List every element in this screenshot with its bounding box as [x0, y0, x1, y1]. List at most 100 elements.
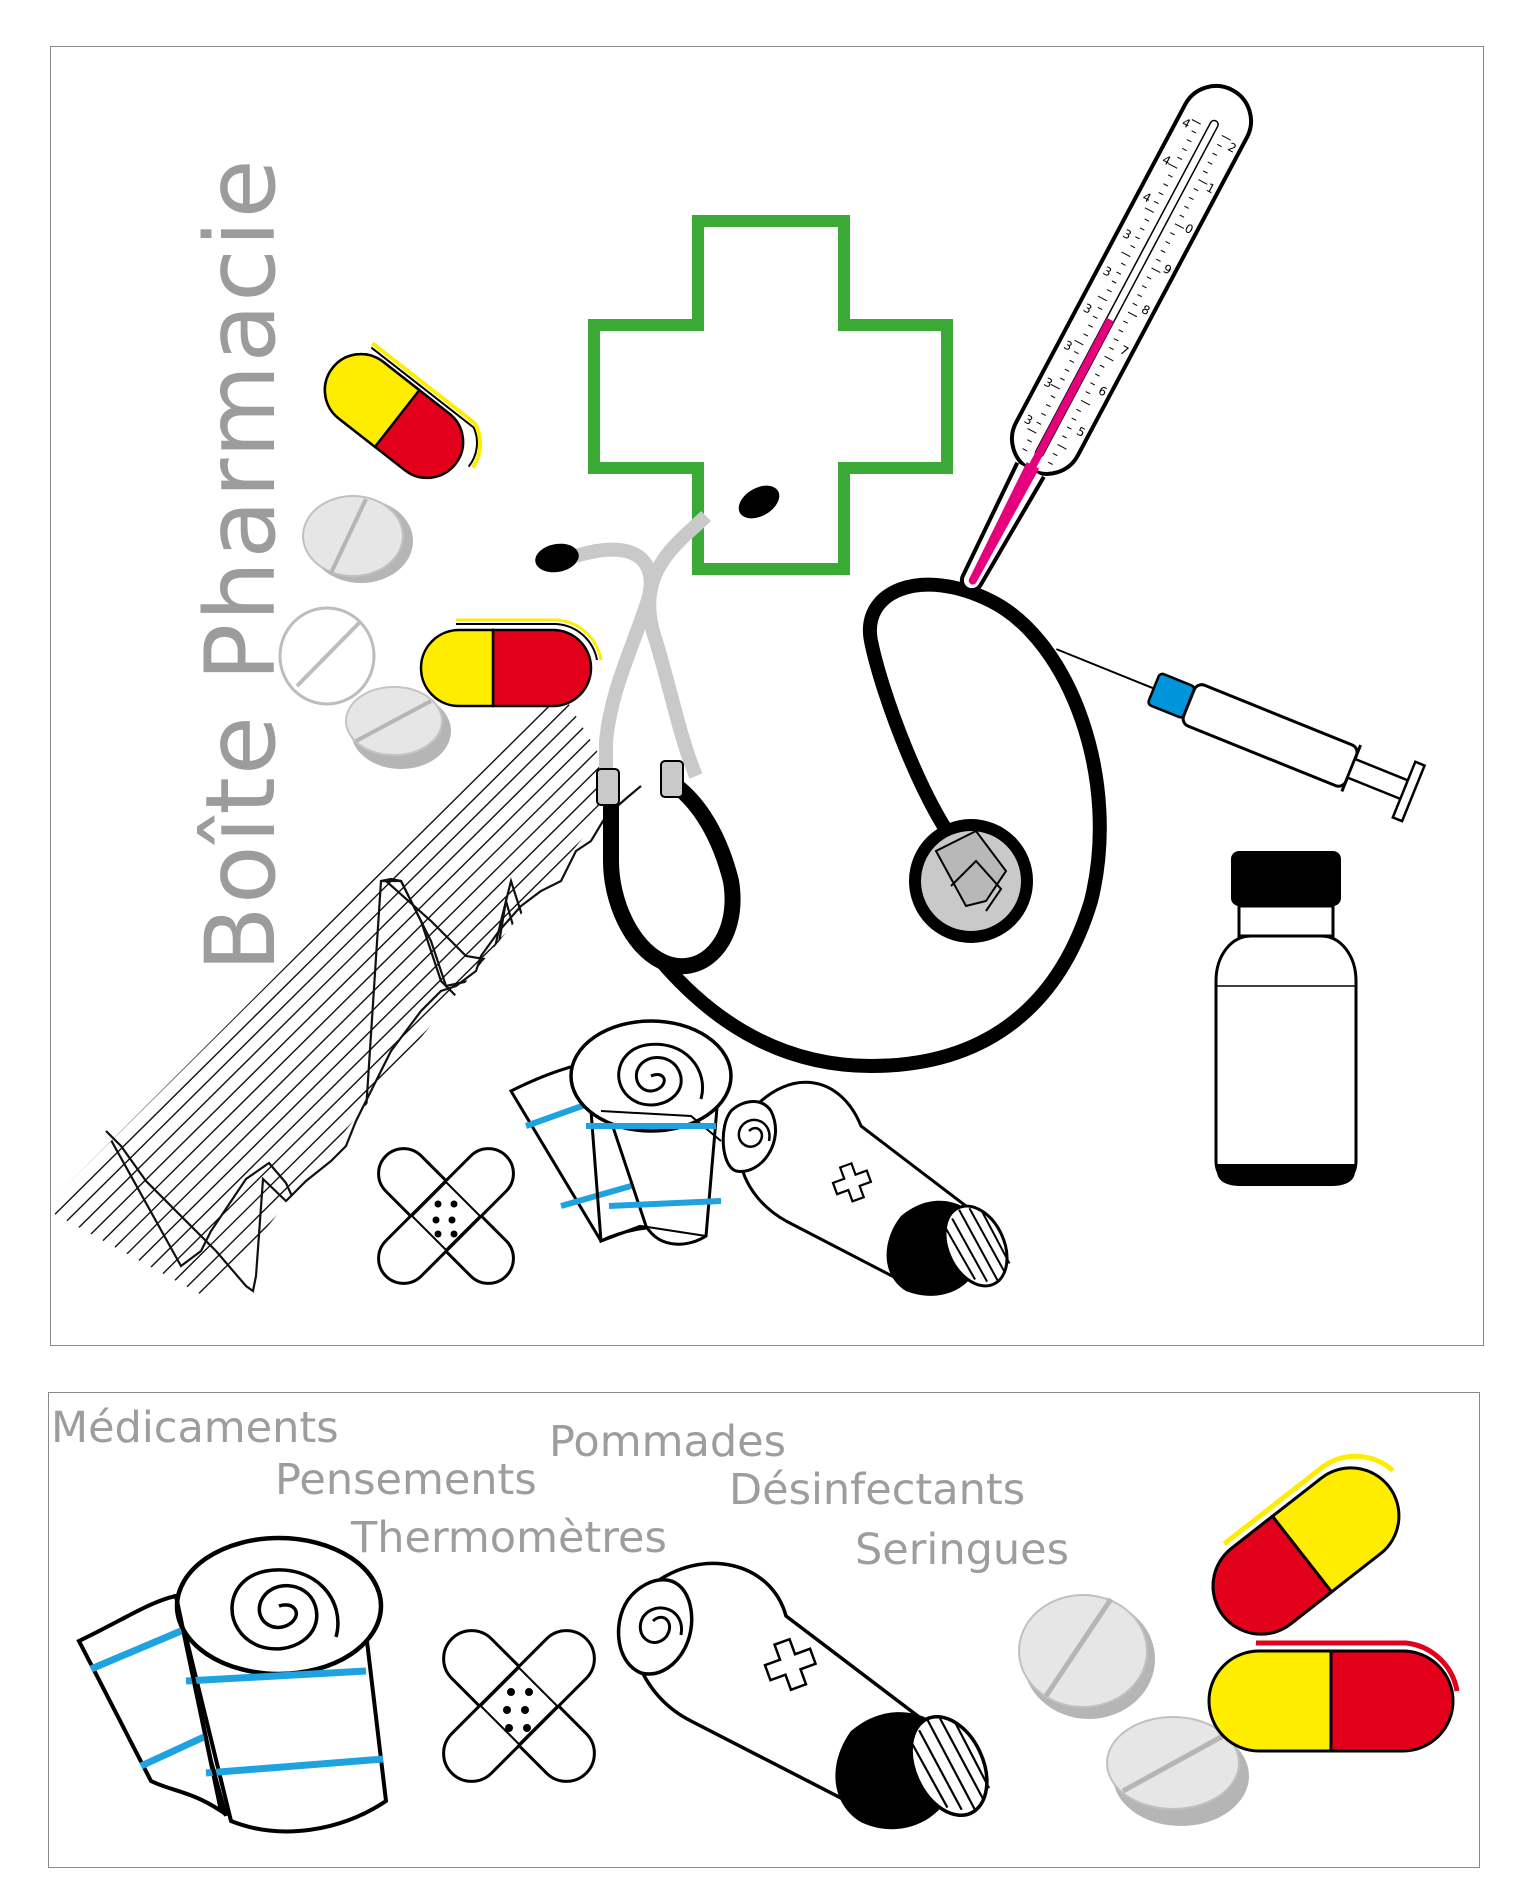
thermometer-tick: [1050, 383, 1061, 390]
contents-art: [76, 1453, 1460, 1834]
ecg-grid-line: [90, 693, 621, 1235]
thermometer-tick: [1202, 170, 1208, 174]
stethoscope-icon: [535, 485, 1107, 1074]
bandage-roll-icon: [76, 1535, 389, 1834]
capsule-icon: [1207, 1640, 1460, 1753]
thermometer-tick: [1212, 152, 1218, 156]
thermometer-tick: [1160, 249, 1166, 254]
thermometer-tick: [1120, 262, 1126, 266]
thermometer-tick: [1116, 271, 1122, 275]
thermometer-tick: [1088, 324, 1093, 328]
thermometer-tick: [1191, 119, 1201, 125]
capsule-icon: [1211, 1453, 1401, 1636]
thermometer-tick: [1076, 408, 1082, 412]
thermometer-tick: [1073, 350, 1079, 355]
thermometer-tick: [1050, 395, 1056, 399]
thermometer-tick: [1191, 130, 1197, 134]
ecg-grid-line: [54, 691, 601, 1215]
thermometer-tick: [1151, 267, 1161, 274]
thermometer-tick: [1094, 373, 1100, 377]
thermometer-tick: [1139, 227, 1145, 231]
thermometer-tick: [1041, 412, 1047, 417]
thermometer-tick: [1113, 338, 1119, 342]
thermometer-tick: [1064, 368, 1070, 372]
thermometer-tick: [1179, 214, 1185, 218]
thermometer-tick: [1207, 161, 1213, 165]
thermometer-tick: [1163, 183, 1169, 187]
thermometer-tick: [1168, 163, 1178, 169]
thermometer-tick: [1144, 218, 1150, 222]
thermometer-tick: [1165, 240, 1171, 245]
thermometer-tick: [1216, 143, 1222, 148]
capsule-icon: [323, 341, 483, 480]
category-pensements: Pensements: [275, 1455, 537, 1505]
ecg-grid-line: [138, 719, 621, 1261]
thermometer-tick: [1085, 391, 1091, 395]
ointment-tube-icon: [616, 1561, 991, 1830]
thermometer-tick: [1074, 339, 1084, 346]
thermometer-tick: [1186, 139, 1192, 143]
thermometer-tick: [1022, 448, 1028, 452]
thermometer-tick: [1097, 295, 1108, 302]
plaster-icon: [442, 1629, 596, 1783]
category-seringues: Seringues: [855, 1525, 1070, 1575]
thermometer-tick: [1106, 289, 1112, 293]
thermometer-tick: [1188, 196, 1194, 201]
thermometer-tick: [1092, 315, 1098, 319]
ecg-grid-line: [126, 713, 621, 1255]
thermometer-tick: [1158, 192, 1164, 196]
category-pommades: Pommades: [549, 1417, 786, 1467]
thermometer-tick: [1108, 346, 1114, 351]
thermometer-tick: [1130, 245, 1136, 249]
thermometer-tick: [1155, 258, 1161, 262]
thermometer-tick: [1059, 377, 1065, 381]
thermometer-tick: [1069, 359, 1075, 364]
thermometer-tick: [1099, 364, 1105, 368]
capsule-icon: [419, 618, 603, 708]
ecg-grid-line: [114, 706, 621, 1248]
ecg-grid-line: [51, 691, 577, 1202]
thermometer-tick: [1170, 232, 1175, 236]
thermometer-tick: [1198, 179, 1208, 185]
thermometer-tick: [1141, 285, 1147, 289]
tablet-icon: [278, 606, 376, 706]
thermometer-tick: [1137, 293, 1143, 298]
tablet-icon: [345, 686, 451, 769]
thermometer-tick: [1045, 403, 1051, 408]
thermometer-tick: [1135, 236, 1140, 240]
thermometer-tick: [1146, 276, 1152, 280]
thermometer-tick: [1090, 382, 1096, 386]
thermometer-tick: [1193, 187, 1199, 192]
thermometer-tick: [1062, 435, 1067, 439]
thermometer-tick: [1132, 302, 1138, 307]
syringe-icon: [1055, 648, 1427, 823]
pharmacy-cross-icon: [588, 215, 953, 575]
thermometer-tick: [1027, 428, 1037, 434]
plaster-icon: [377, 1147, 515, 1285]
category-desinfectants: Désinfectants: [729, 1465, 1026, 1515]
thermometer-tick: [1127, 311, 1138, 318]
bandage-roll-icon: [508, 1019, 733, 1246]
thermometer-tick: [1104, 355, 1114, 362]
thermometer-tick: [1083, 333, 1089, 337]
category-medicaments: Médicaments: [51, 1403, 339, 1453]
thermometer-tick: [1066, 426, 1072, 430]
thermometer-tick: [1080, 399, 1091, 406]
thermometer-tick: [1123, 320, 1128, 324]
thermometer-tick: [1121, 251, 1131, 258]
thermometer-tick: [1118, 329, 1124, 333]
bottle-icon: [1214, 851, 1358, 1186]
thermometer-tick: [1174, 223, 1185, 229]
thermometer-tick: [1167, 174, 1173, 178]
thermometer-tick: [1097, 306, 1103, 311]
thermometer-tick: [1221, 135, 1231, 141]
thermometer-tick: [1177, 156, 1183, 160]
thermometer-tick: [1052, 452, 1058, 457]
ointment-tube-icon: [721, 1080, 1011, 1296]
thermometer-tick: [1071, 417, 1077, 421]
category-thermometres: Thermomètres: [351, 1513, 667, 1563]
ecg-grid-line: [78, 691, 621, 1228]
